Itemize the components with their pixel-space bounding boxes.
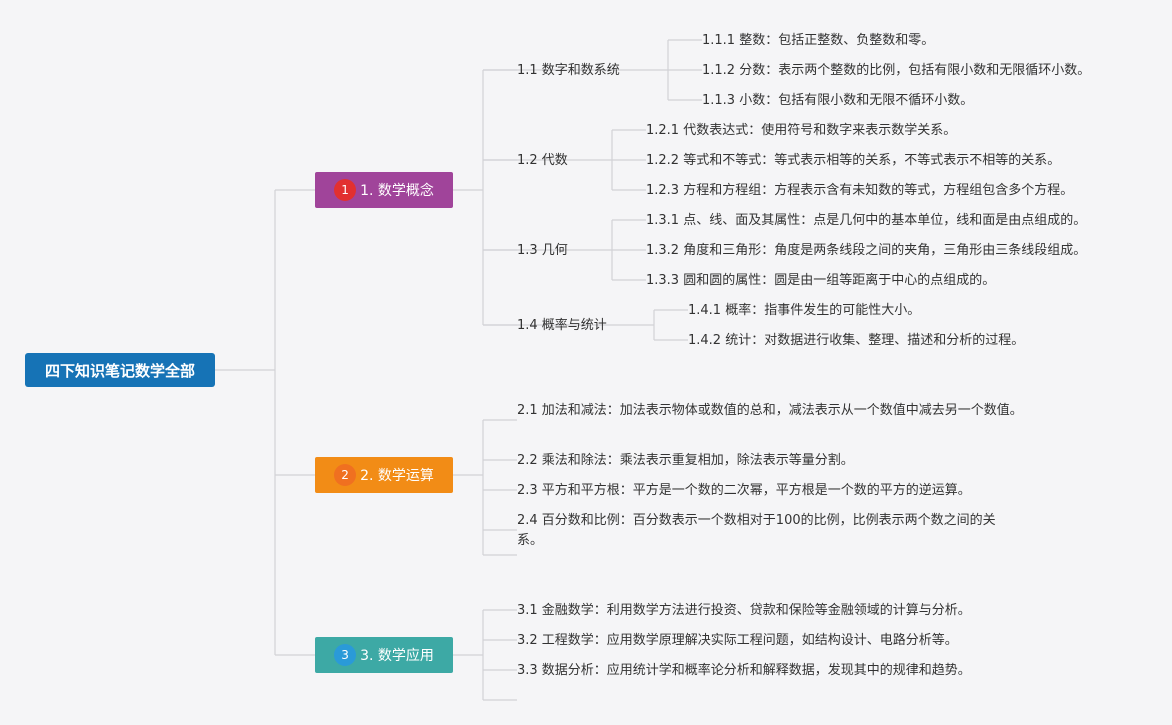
leaf-topic[interactable]: 1.2.3 方程和方程组：方程表示含有未知数的等式，方程组包含多个方程。 — [646, 183, 1074, 198]
leaf-topic[interactable]: 2.2 乘法和除法：乘法表示重复相加，除法表示等量分割。 — [517, 453, 854, 468]
branch-label: 2. 数学运算 — [360, 468, 434, 484]
leaf-topic[interactable]: 1.4.2 统计：对数据进行收集、整理、描述和分析的过程。 — [688, 333, 1025, 348]
branch-label: 1. 数学概念 — [360, 183, 434, 199]
subtopic-probability[interactable]: 1.4 概率与统计 — [517, 318, 607, 333]
leaf-topic[interactable]: 2.3 平方和平方根：平方是一个数的二次幂，平方根是一个数的平方的逆运算。 — [517, 483, 971, 498]
leaf-topic[interactable]: 1.2.1 代数表达式：使用符号和数字来表示数学关系。 — [646, 123, 957, 138]
leaf-topic[interactable]: 1.4.1 概率：指事件发生的可能性大小。 — [688, 303, 921, 318]
subtopic-geometry[interactable]: 1.3 几何 — [517, 243, 568, 258]
number-badge-icon: 1 — [334, 179, 357, 201]
leaf-topic[interactable]: 1.1.1 整数：包括正整数、负整数和零。 — [702, 33, 935, 48]
leaf-topic[interactable]: 1.2.2 等式和不等式：等式表示相等的关系，不等式表示不相等的关系。 — [646, 153, 1061, 168]
subtopic-algebra[interactable]: 1.2 代数 — [517, 153, 568, 168]
leaf-topic[interactable]: 2.4 百分数和比例：百分数表示一个数相对于100的比例，比例表示两个数之间的关… — [517, 513, 996, 548]
leaf-topic[interactable]: 1.3.3 圆和圆的属性：圆是由一组等距离于中心的点组成的。 — [646, 273, 996, 288]
branch-topic-math-concepts[interactable]: 1 1. 数学概念 — [315, 172, 453, 208]
leaf-topic[interactable]: 1.3.2 角度和三角形：角度是两条线段之间的夹角，三角形由三条线段组成。 — [646, 243, 1087, 258]
leaf-topic[interactable]: 1.1.3 小数：包括有限小数和无限不循环小数。 — [702, 93, 974, 108]
branch-topic-math-applications[interactable]: 3 3. 数学应用 — [315, 637, 453, 673]
leaf-topic[interactable]: 3.3 数据分析：应用统计学和概率论分析和解释数据，发现其中的规律和趋势。 — [517, 663, 971, 678]
subtopic-numbers[interactable]: 1.1 数字和数系统 — [517, 63, 620, 78]
leaf-topic[interactable]: 1.3.1 点、线、面及其属性：点是几何中的基本单位，线和面是由点组成的。 — [646, 213, 1087, 228]
leaf-topic[interactable]: 1.1.2 分数：表示两个整数的比例，包括有限小数和无限循环小数。 — [702, 63, 1091, 78]
leaf-topic[interactable]: 2.1 加法和减法：加法表示物体或数值的总和，减法表示从一个数值中减去另一个数值… — [517, 403, 1023, 418]
leaf-topic[interactable]: 3.2 工程数学：应用数学原理解决实际工程问题，如结构设计、电路分析等。 — [517, 633, 958, 648]
leaf-topic[interactable]: 3.1 金融数学：利用数学方法进行投资、贷款和保险等金融领域的计算与分析。 — [517, 603, 971, 618]
branch-topic-math-operations[interactable]: 2 2. 数学运算 — [315, 457, 453, 493]
root-topic[interactable]: 四下知识笔记数学全部 — [25, 353, 215, 387]
number-badge-icon: 3 — [334, 644, 357, 666]
branch-label: 3. 数学应用 — [360, 648, 434, 664]
number-badge-icon: 2 — [334, 464, 357, 486]
